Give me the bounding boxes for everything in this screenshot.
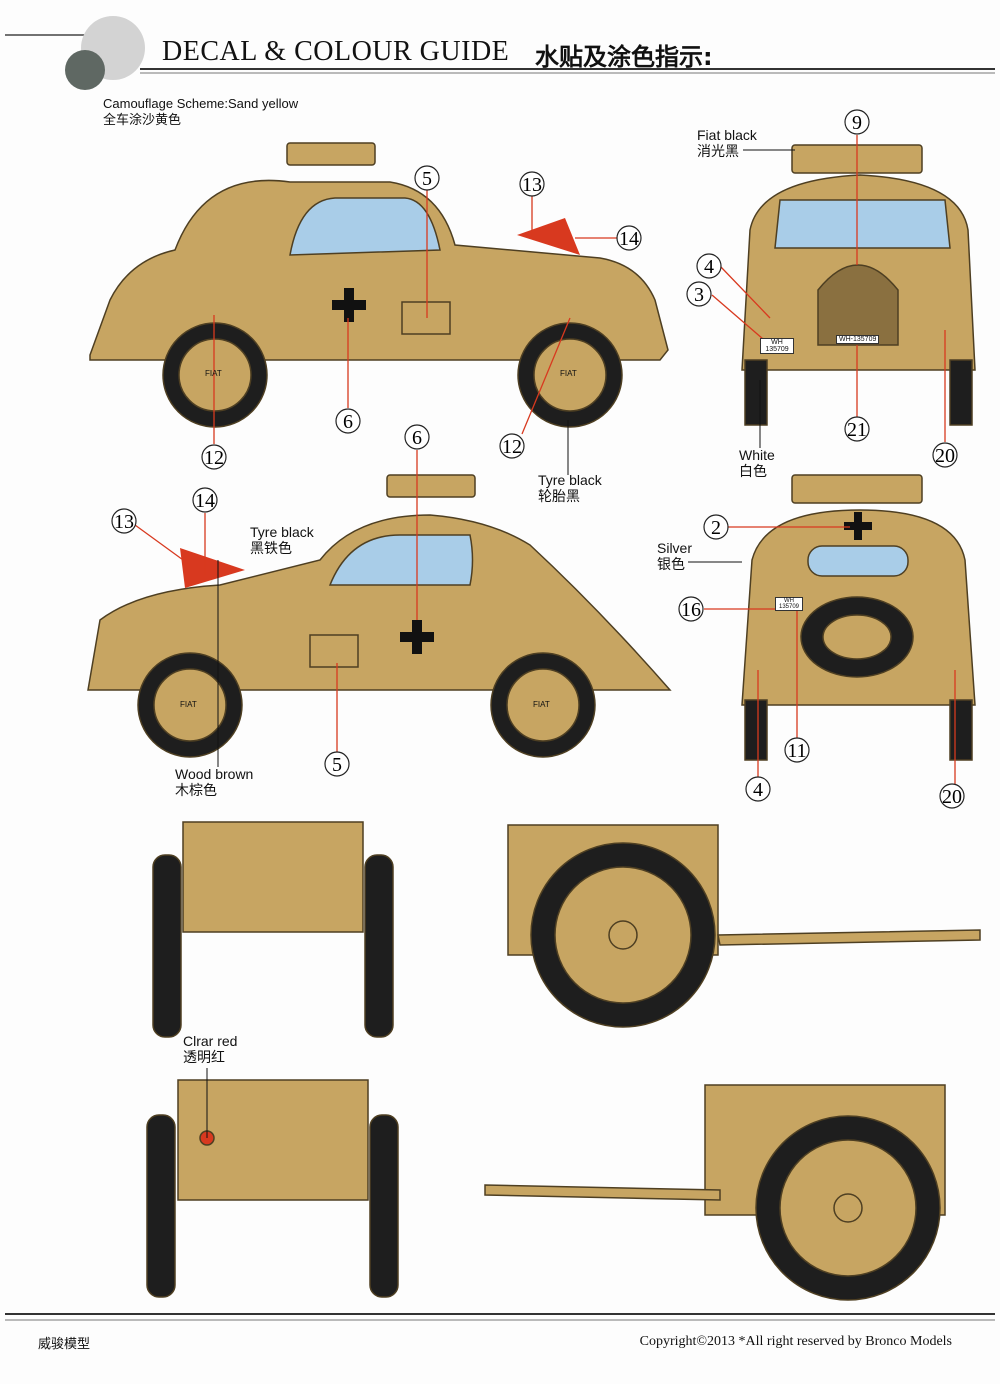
- callout-number: 12: [502, 436, 522, 458]
- callout-circle: [686, 281, 712, 307]
- callout-number: 9: [852, 112, 862, 134]
- callout-number: 3: [694, 284, 704, 306]
- balkenkreuz-decals: [332, 288, 872, 654]
- hub-label: FIAT: [560, 369, 577, 378]
- front-license-plate: WH-135709: [836, 335, 880, 344]
- trailer-side-view-1: [507, 824, 981, 1028]
- callout-lines: [134, 135, 956, 784]
- callout-circle: [939, 783, 965, 809]
- callout-number: 13: [114, 511, 134, 533]
- page-title: DECAL & COLOUR GUIDE: [162, 36, 510, 67]
- callout-number: 21: [847, 419, 867, 441]
- camouflage-scheme-label: Camouflage Scheme:Sand yellow 全车涂沙黄色: [103, 96, 298, 128]
- callout-number: 16: [681, 599, 701, 621]
- car-side-view-right: [89, 142, 669, 428]
- callout-number: 20: [942, 786, 962, 808]
- callout-circle: [201, 444, 227, 470]
- callout-circle: [745, 776, 771, 802]
- callout-circle: [499, 433, 525, 459]
- callout-number: 6: [343, 411, 353, 433]
- callout-number: 14: [619, 228, 639, 250]
- callout-circle: [703, 514, 729, 540]
- callout-circle: [404, 424, 430, 450]
- callout-number: 4: [704, 256, 714, 278]
- car-front-view: [741, 144, 976, 426]
- callout-circle: [844, 109, 870, 135]
- scheme-en: Camouflage Scheme:Sand yellow: [103, 96, 299, 111]
- callout-circle: [932, 442, 958, 468]
- callout-number: 12: [204, 447, 224, 469]
- car-side-view-left: [87, 474, 672, 758]
- callout-circle: [844, 416, 870, 442]
- callout-circle: [335, 408, 361, 434]
- callout-circle: [678, 596, 704, 622]
- callout-number: 13: [522, 174, 542, 196]
- callout-number: 20: [935, 445, 955, 467]
- callout-circle: [616, 225, 642, 251]
- page-title-cn: 水贴及涂色指示:: [535, 43, 713, 71]
- callout-circle: [414, 165, 440, 191]
- footer-brand: 威骏模型: [38, 1337, 91, 1352]
- callout-circle: [519, 171, 545, 197]
- callout-number: 6: [412, 427, 422, 449]
- callout-circle: [324, 751, 350, 777]
- callout-number: 5: [332, 754, 342, 776]
- hub-label: FIAT: [180, 700, 197, 709]
- callout-number: 11: [787, 740, 806, 762]
- callout-circle: [784, 737, 810, 763]
- car-rear-view: [741, 474, 976, 761]
- callout-number: 5: [422, 168, 432, 190]
- callout-circle: [696, 253, 722, 279]
- hub-label: FIAT: [533, 700, 550, 709]
- callout-circle: [192, 487, 218, 513]
- callout-number: 4: [753, 779, 763, 801]
- paint-leader-lines: [206, 149, 795, 1138]
- rear-license-plate: WH 135709: [775, 597, 803, 611]
- callout-number: 14: [195, 490, 215, 512]
- left-license-plate: WH 135709: [760, 338, 794, 354]
- trailer-rear-view-1: [152, 821, 394, 1038]
- callout-circle: [111, 508, 137, 534]
- scheme-cn: 全车涂沙黄色: [103, 112, 182, 127]
- trailer-rear-view-2: [146, 1079, 399, 1298]
- header-circle-dark: [65, 50, 105, 90]
- callout-number: 2: [711, 517, 721, 539]
- footer-copyright: Copyright©2013 *All right reserved by Br…: [639, 1334, 952, 1349]
- hub-label: FIAT: [205, 369, 222, 378]
- trailer-side-view-2: [484, 1084, 946, 1301]
